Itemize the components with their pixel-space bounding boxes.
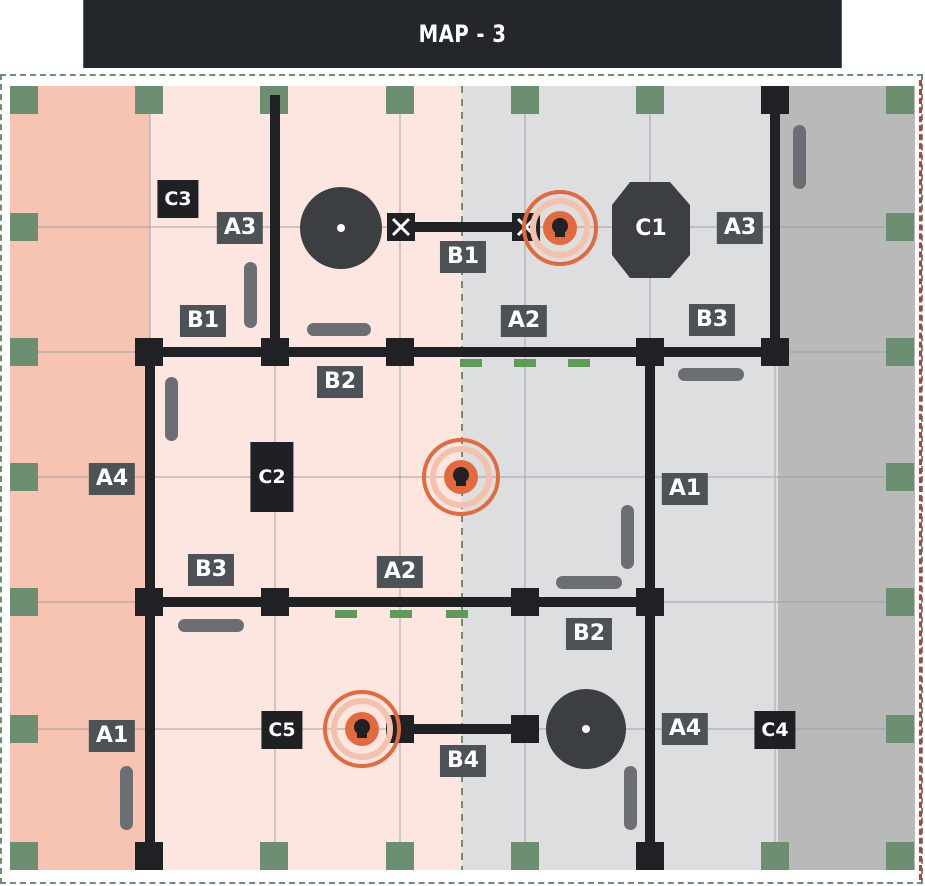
target-disc-icon: [300, 187, 382, 269]
label-a4-right: A4: [661, 713, 709, 745]
label-c5: C5: [261, 711, 303, 749]
label-b1-top: B1: [439, 241, 487, 273]
map-boundary-red: [919, 80, 922, 880]
label-a3-left: A3: [216, 212, 264, 244]
label-c1: C1: [635, 216, 667, 241]
label-a3-right: A3: [716, 212, 764, 244]
door-markers: [335, 359, 590, 618]
skull-icon: [323, 690, 401, 768]
skull-icon: [422, 438, 500, 516]
cover-pills: [120, 125, 806, 830]
label-c2: C2: [250, 442, 294, 512]
label-b3-right: B3: [688, 304, 736, 336]
label-a4-left: A4: [88, 463, 136, 495]
label-c3: C3: [157, 180, 199, 218]
walls: [145, 95, 780, 860]
wall-joints: [135, 86, 789, 870]
label-b2-right: B2: [565, 618, 613, 650]
map-title-bar: MAP - 3: [83, 0, 842, 68]
label-a2-mid: A2: [376, 556, 424, 588]
label-a1-right: A1: [661, 473, 709, 505]
skull-icon: [522, 190, 598, 266]
label-a2-top: A2: [500, 305, 548, 337]
label-b2-top: B2: [316, 366, 364, 398]
label-b1-left: B1: [179, 305, 227, 337]
map-frame: [0, 74, 923, 884]
label-a1-left: A1: [88, 720, 136, 752]
target-disc-icon: [546, 689, 626, 769]
label-c4: C4: [754, 711, 796, 749]
label-b3-left: B3: [187, 554, 235, 586]
label-b4: B4: [439, 745, 487, 777]
c1-octagon: [612, 182, 690, 278]
x-mark-icon: [387, 213, 415, 241]
map-title: MAP - 3: [418, 20, 507, 48]
